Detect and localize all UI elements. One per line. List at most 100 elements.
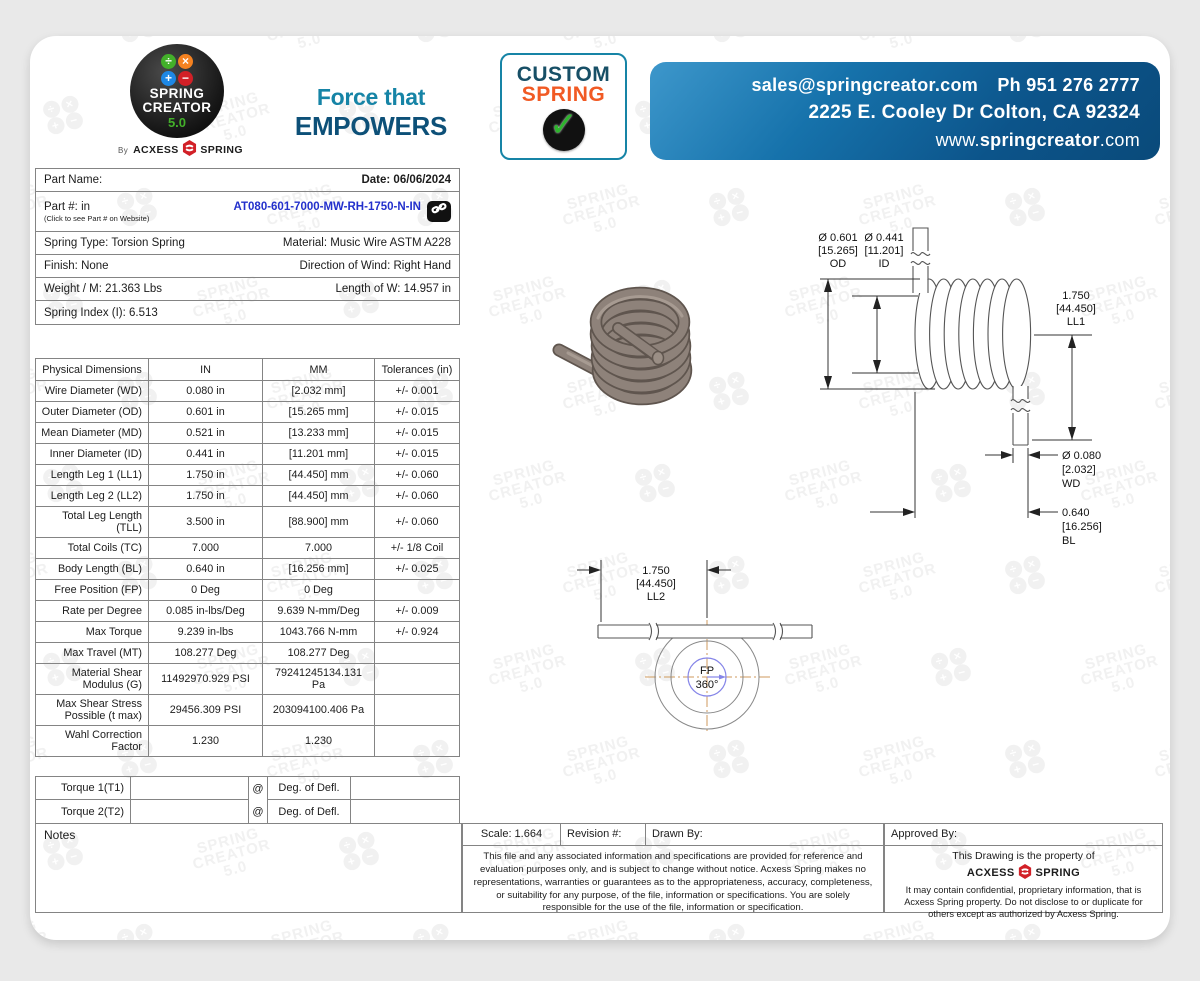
deflection-value-field[interactable] [351,777,459,800]
table-cell: 1.750 in [148,485,263,507]
notes-label: Notes [44,828,76,842]
table-cell: 79241245134.131 Pa [262,663,375,695]
deflection-value-field[interactable] [351,800,459,823]
wd-dim-label: WD [1062,478,1080,490]
table-cell: +/- 0.060 [374,464,460,486]
table-cell: Length Leg 1 (LL1) [35,464,149,486]
table-cell: [44.450] mm [262,485,375,507]
table-cell: +/- 0.924 [374,621,460,643]
table-cell: 0.640 in [148,558,263,580]
part-info-table: Part Name: Date: 06/06/2024 Part #: in (… [35,168,460,325]
tagline-line2: EMPOWERS [294,111,448,141]
logo-text-spring: SPRING [149,86,205,101]
table-cell: +/- 0.015 [374,401,460,423]
brand-spring: SPRING [1035,867,1081,879]
table-cell: +/- 0.015 [374,422,460,444]
torque-value-field[interactable] [131,777,249,800]
spring-front-view-drawing: 1.750 [44.450] LL2 FP 360° [577,560,813,734]
table-cell: 0.441 in [148,443,263,465]
at-symbol: @ [252,782,264,795]
tagline: Force that EMPOWERS [283,84,459,142]
id-dim-label: ID [879,258,890,270]
table-cell: +/- 0.001 [374,380,460,402]
torque-label: Torque 1(T1) [36,777,131,800]
part-name-row: Part Name: Date: 06/06/2024 [36,169,459,192]
wd-dim-dia: Ø 0.080 [1062,450,1101,462]
table-cell: 9.639 N-mm/Deg [262,600,375,622]
title-block-middle: Scale: 1.664 Revision #: Drawn By: This … [462,823,884,913]
table-cell: [88.900] mm [262,506,375,538]
logo-math-icons: ÷× +− [130,53,224,87]
drawn-by-label: Drawn By: [652,828,703,840]
contact-email[interactable]: sales@springcreator.com [751,75,979,95]
table-row: Mean Diameter (MD)0.521 in[13.233 mm]+/-… [35,422,460,444]
table-cell: Body Length (BL) [35,558,149,580]
table-row: Outer Diameter (OD)0.601 in[15.265 mm]+/… [35,401,460,423]
table-row: Length Leg 2 (LL2)1.750 in[44.450] mm+/-… [35,485,460,507]
table-cell: +/- 1/8 Coil [374,537,460,559]
finish-row: Finish: None Direction of Wind: Right Ha… [36,255,459,278]
table-cell: +/- 0.060 [374,506,460,538]
part-number-link[interactable]: AT080-601-7000-MW-RH-1750-N-IN [233,201,421,213]
ll2-dim-mm: [44.450] [636,578,676,590]
ll1-dim-label: LL1 [1067,316,1085,328]
spring-type-row: Spring Type: Torsion Spring Material: Mu… [36,232,459,255]
logo-version: 5.0 [167,115,187,131]
check-glyph: ✓ [549,106,578,144]
table-cell: +/- 0.015 [374,443,460,465]
table-cell: 0.085 in-lbs/Deg [148,600,263,622]
contact-address: 2225 E. Cooley Dr Colton, CA 92324 [808,102,1140,123]
table-cell: Mean Diameter (MD) [35,422,149,444]
property-line: This Drawing is the property of [952,850,1095,862]
contact-website[interactable]: www.springcreator.com [935,130,1140,150]
checkmark-icon: ✓ [542,106,585,151]
scale-value: Scale: 1.664 [463,824,561,845]
plus-icon: + [161,71,176,86]
table-cell: 9.239 in-lbs [148,621,263,643]
link-chain-icon[interactable] [427,201,451,222]
table-cell: 1.230 [148,725,263,757]
table-cell: [44.450] mm [262,464,375,486]
column-header: Tolerances (in) [374,358,460,381]
table-cell: [2.032 mm] [262,380,375,402]
badge-custom: CUSTOM [516,63,611,86]
table-cell: Rate per Degree [35,600,149,622]
confidential-text: It may contain confidential, proprietary… [904,885,1143,920]
part-name-label: Part Name: [44,174,103,186]
badge-spring: SPRING [521,83,606,106]
logo-text-creator: CREATOR [142,100,212,116]
torque-value-field[interactable] [131,800,249,823]
table-cell: 11492970.929 PSI [148,663,263,695]
fp-label: FP [700,665,714,677]
date-value: Date: 06/06/2024 [361,174,451,186]
revision-label: Revision #: [561,824,646,845]
table-cell: 203094100.406 Pa [262,694,375,726]
fp-angle: 360° [696,679,719,691]
id-dim-dia: Ø 0.441 [864,232,903,244]
custom-spring-badge: CUSTOM SPRING ✓ [500,53,627,160]
table-cell: 108.277 Deg [262,642,375,664]
byline-spring: SPRING [200,144,243,156]
od-dim-mm: [15.265] [818,245,858,257]
table-cell [374,663,460,695]
table-cell: Outer Diameter (OD) [35,401,149,423]
title-block-right: Approved By: This Drawing is the propert… [884,823,1163,919]
od-dim-label: OD [830,258,847,270]
table-cell: Max Torque [35,621,149,643]
table-cell: 7.000 [148,537,263,559]
finish: Finish: None [44,260,109,272]
table-cell: 0.601 in [148,401,263,423]
table-cell: Inner Diameter (ID) [35,443,149,465]
byline-acxess: ACXESS [133,144,179,156]
at-symbol: @ [252,805,264,818]
table-cell: 1043.766 N-mm [262,621,375,643]
table-cell: Wahl Correction Factor [35,725,149,757]
table-row: Material Shear Modulus (G)11492970.929 P… [35,663,460,695]
id-dim-mm: [11.201] [865,245,904,257]
table-cell: Wire Diameter (WD) [35,380,149,402]
column-header: Physical Dimensions [35,358,149,381]
contact-banner: sales@springcreator.com Ph 951 276 2777 … [650,62,1160,160]
